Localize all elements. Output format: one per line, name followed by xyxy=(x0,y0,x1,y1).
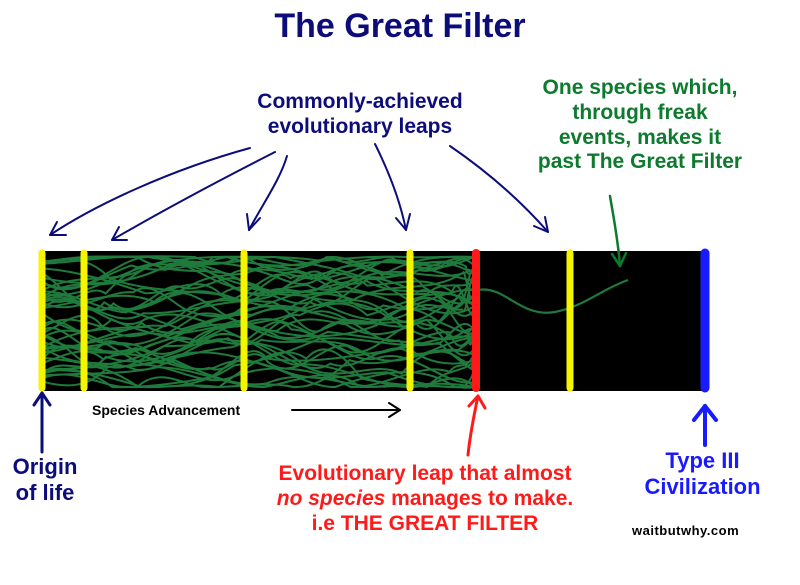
species-strand xyxy=(43,276,475,348)
navy-arrows xyxy=(32,143,549,454)
commonly-achieved-line-1: Commonly-achieved xyxy=(257,90,463,113)
species-strand xyxy=(43,255,475,286)
one-species-line-1: One species which, xyxy=(542,76,738,99)
one-species-line-4: past The Great Filter xyxy=(537,150,743,174)
one-species-label: One species which, through freak events,… xyxy=(505,76,775,175)
origin-line-2: of life xyxy=(15,479,75,505)
species-strand xyxy=(43,255,471,305)
surviving-species-strand xyxy=(477,278,629,314)
species-strand xyxy=(43,259,475,317)
arrow-to-leap-2 xyxy=(111,151,276,241)
one-species-line-2: through freak xyxy=(572,100,708,124)
arrow-to-leap-5 xyxy=(449,145,549,233)
species-strand xyxy=(43,336,475,362)
type-iii-line-1: Type III xyxy=(665,448,740,473)
red-arrow xyxy=(466,394,487,457)
source-credit: waitbutwhy.com xyxy=(632,523,740,538)
arrow-to-leap-1 xyxy=(49,147,251,236)
great-filter-label: Evolutionary leap that almost no species… xyxy=(245,462,605,536)
species-advancement-label: Species Advancement xyxy=(92,402,241,418)
arrow-to-leap-3 xyxy=(248,155,288,231)
commonly-achieved-line-2: evolutionary leaps xyxy=(267,114,453,138)
species-strand xyxy=(43,337,475,389)
no-species-emphasis: no species xyxy=(276,486,386,510)
great-filter-line-3: i.e THE GREAT FILTER xyxy=(311,511,539,535)
type-iii-line-2: Civilization xyxy=(644,473,761,499)
blue-arrow xyxy=(692,404,718,447)
green-arrow xyxy=(608,194,628,268)
species-strand xyxy=(43,255,475,291)
origin-line-1: Origin xyxy=(12,454,78,479)
species-strand xyxy=(43,320,475,350)
great-filter-line-2: no species manages to make. xyxy=(245,487,605,512)
page-title: The Great Filter xyxy=(274,7,526,45)
species-strand xyxy=(43,338,475,375)
arrow-to-leap-4 xyxy=(374,143,407,231)
species-strand xyxy=(43,348,475,389)
great-filter-line-2-rest: manages to make. xyxy=(385,486,574,510)
commonly-achieved-label: Commonly-achieved evolutionary leaps xyxy=(215,90,505,140)
species-strand xyxy=(43,255,475,290)
great-filter-line-1: Evolutionary leap that almost xyxy=(278,462,572,485)
species-strand xyxy=(43,275,475,318)
one-species-line-3: events, makes it xyxy=(558,125,722,149)
origin-of-life-label: Origin of life xyxy=(2,454,88,506)
species-strand xyxy=(43,263,475,315)
species-strand xyxy=(43,298,475,333)
type-iii-label: Type III Civilization xyxy=(625,448,780,500)
species-strand xyxy=(43,270,475,338)
